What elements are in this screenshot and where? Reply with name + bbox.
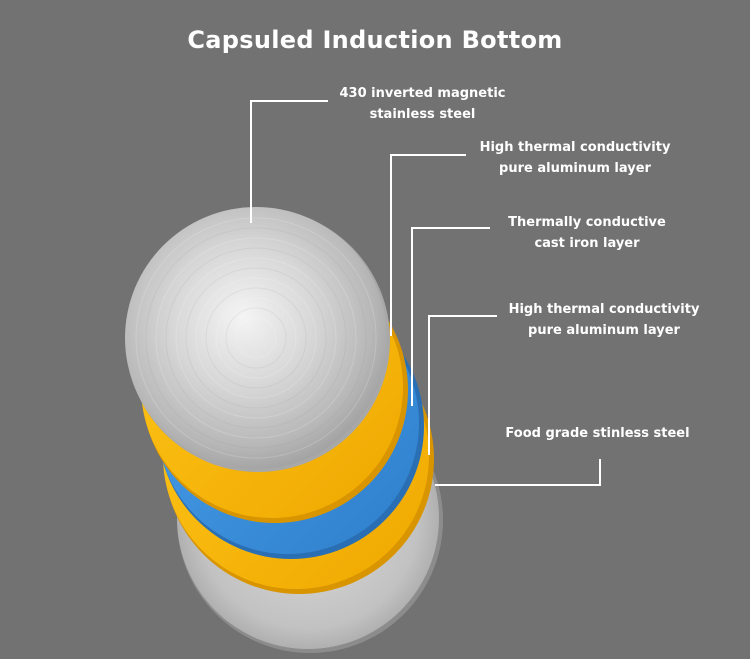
label-aluminum-1: High thermal conductivity pure aluminum … [475, 137, 675, 179]
label-aluminum-2-line2: pure aluminum layer [528, 323, 680, 338]
label-cast-iron-line2: cast iron layer [534, 236, 640, 251]
label-aluminum-2-line1: High thermal conductivity [508, 302, 700, 317]
diagram-title: Capsuled Induction Bottom [187, 26, 563, 54]
leader-line-aluminum-2 [428, 315, 497, 455]
label-cast-iron-line1: Thermally conductive [508, 215, 666, 230]
magnetic-steel-disc [125, 207, 390, 472]
leader-line-food-steel [435, 459, 601, 486]
label-magnetic-steel-line2: stainless steel [369, 107, 476, 122]
label-food-steel: Food grade stinless steel [500, 423, 695, 444]
label-magnetic-steel-line1: 430 inverted magnetic [339, 86, 506, 101]
leader-line-magnetic-steel [250, 100, 328, 223]
label-aluminum-1-line1: High thermal conductivity [479, 140, 671, 155]
leader-line-cast-iron [411, 227, 490, 406]
label-aluminum-1-line2: pure aluminum layer [499, 161, 651, 176]
label-magnetic-steel: 430 inverted magnetic stainless steel [335, 83, 510, 125]
label-aluminum-2: High thermal conductivity pure aluminum … [504, 299, 704, 341]
label-cast-iron: Thermally conductive cast iron layer [497, 212, 677, 254]
label-food-steel-line1: Food grade stinless steel [505, 426, 690, 441]
leader-line-aluminum-1 [390, 154, 466, 336]
